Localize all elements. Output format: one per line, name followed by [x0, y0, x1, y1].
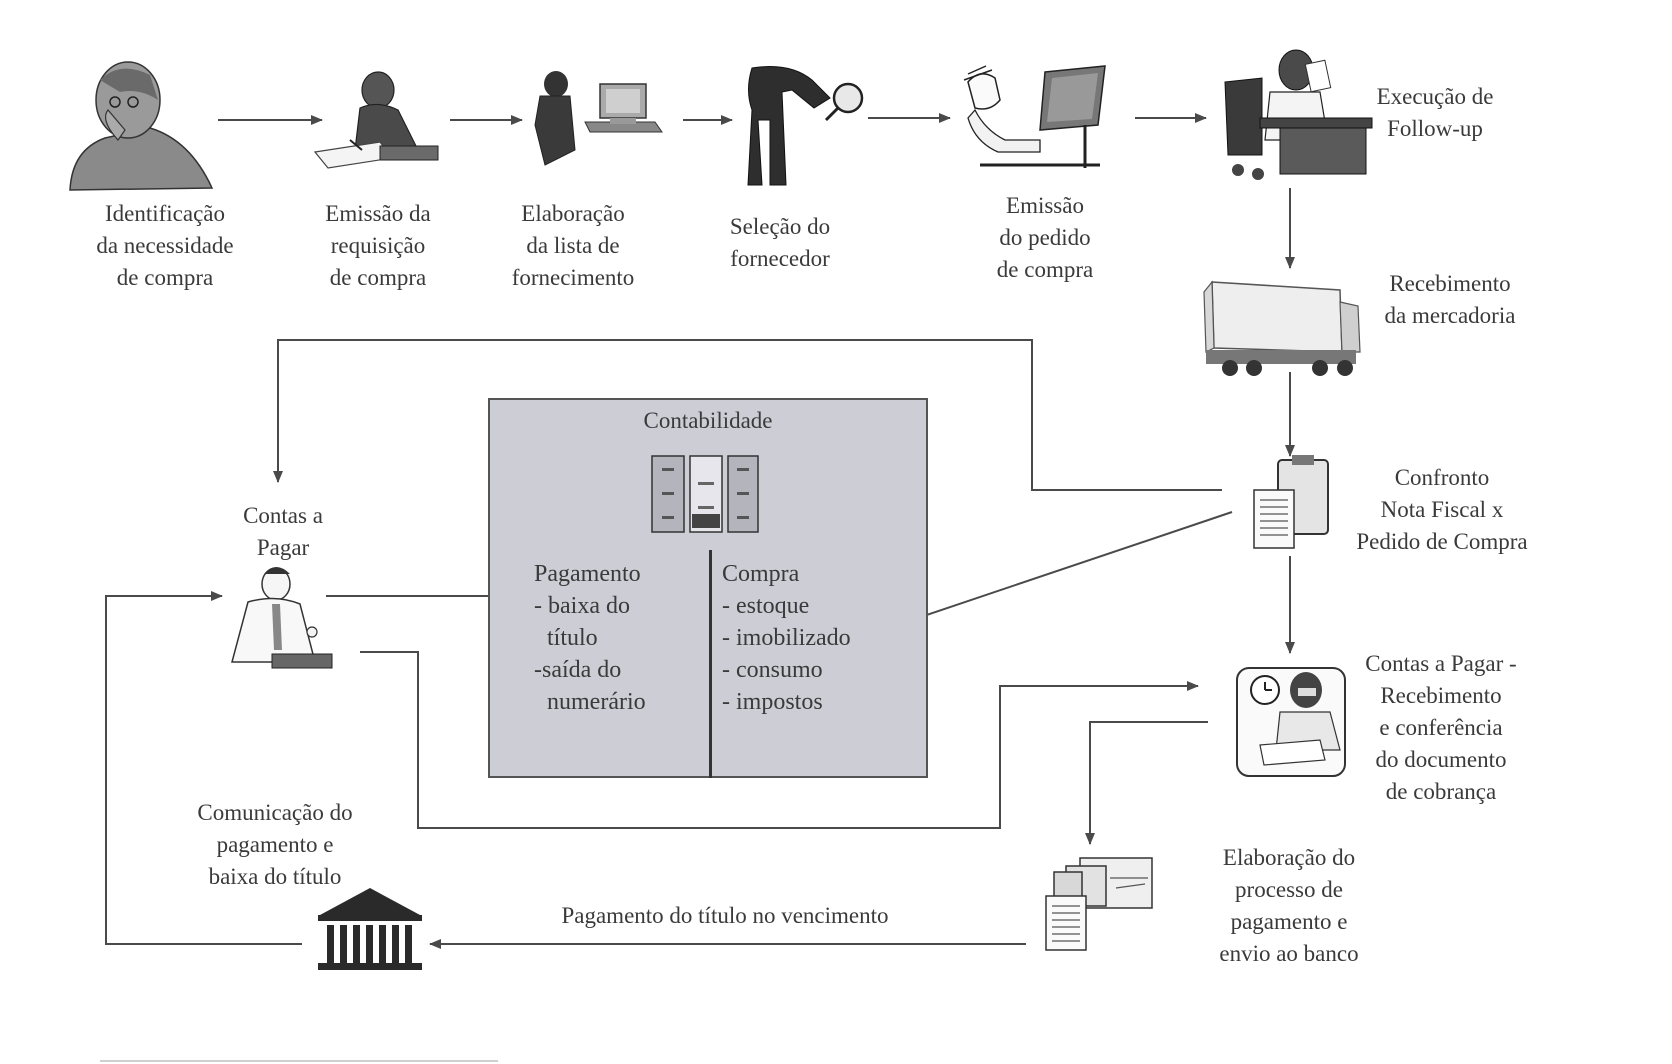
edge-label-pagamento-vencimento: Pagamento do título no vencimento [561, 903, 889, 928]
computer-worker-icon [534, 71, 663, 166]
clipboard-documents-icon [1253, 455, 1329, 549]
contabilidade-title: Contabilidade [643, 408, 773, 433]
laptop-user-icon [963, 65, 1106, 168]
compra-heading: Compra [722, 561, 800, 587]
contabilidade-box: Contabilidade Pagamento - baixa do títul… [488, 398, 928, 778]
pagamento-item: título [547, 625, 598, 651]
bank-building-icon [318, 888, 422, 970]
accountant-icon [231, 567, 333, 669]
magnifier-inspector-icon [747, 66, 864, 186]
woman-writing-icon [313, 71, 439, 169]
check-documents-icon [1045, 857, 1153, 951]
page-rule [100, 1060, 498, 1062]
truck-icon [1203, 280, 1361, 376]
compra-item: - consumo [722, 657, 823, 683]
pagamento-heading: Pagamento [534, 561, 641, 587]
thinking-man-icon [69, 61, 214, 191]
compra-column: Compra - estoque - imobilizado - consumo… [722, 558, 851, 718]
pagamento-column: Pagamento - baixa do título -saída do nu… [534, 558, 646, 718]
compra-item: - imobilizado [722, 625, 851, 651]
pagamento-item: numerário [547, 689, 646, 715]
compra-item: - estoque [722, 593, 810, 619]
pagamento-item: -saída do [534, 657, 622, 683]
compra-item: - impostos [722, 689, 823, 715]
clock-woman-desk-icon [1236, 667, 1346, 777]
pagamento-item: - baixa do [534, 593, 630, 619]
phone-desk-worker-icon [1224, 49, 1373, 180]
box-divider [709, 550, 712, 778]
connector-lines [105, 113, 1295, 949]
filing-cabinet-icon [651, 455, 759, 533]
